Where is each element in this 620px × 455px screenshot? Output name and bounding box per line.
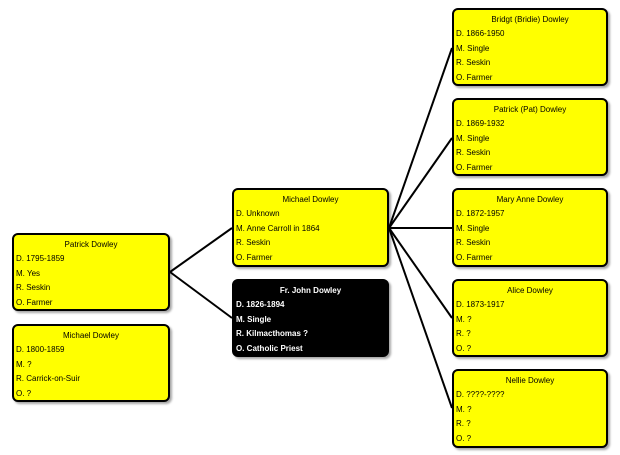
person-occupation: O. ?: [456, 343, 472, 353]
person-occupation: O. ?: [456, 433, 472, 443]
person-name: Fr. John Dowley: [279, 286, 342, 295]
person-marriage: M. ?: [456, 314, 472, 324]
person-marriage: M. ?: [456, 404, 472, 414]
person-dates: D. Unknown: [236, 209, 280, 218]
person-residence: R. Kilmacthomas ?: [236, 329, 309, 338]
person-residence: R. Seskin: [456, 238, 491, 247]
person-occupation: O. Farmer: [16, 297, 53, 307]
person-dates: D. ????-????: [456, 390, 505, 399]
person-marriage: M. Single: [456, 223, 490, 233]
person-card-patrick-pat-dowley[interactable]: Patrick (Pat) Dowley D. 1869-1932 M. Sin…: [452, 98, 608, 176]
person-card-nellie-dowley[interactable]: Nellie Dowley D. ????-???? M. ? R. ? O. …: [452, 369, 608, 448]
person-name: Mary Anne Dowley: [496, 195, 564, 204]
person-dates: D. 1826-1894: [236, 300, 285, 309]
person-occupation: O. Farmer: [456, 162, 493, 172]
person-residence: R. ?: [456, 329, 471, 338]
person-card-patrick-dowley-1795[interactable]: Patrick Dowley D. 1795-1859 M. Yes R. Se…: [12, 233, 170, 311]
person-dates: D. 1869-1932: [456, 119, 505, 128]
connector-patrick-to-fr-john: [169, 271, 233, 319]
person-card-michael-dowley-1800[interactable]: Michael Dowley D. 1800-1859 M. ? R. Carr…: [12, 324, 170, 402]
connector-michael-to-nellie: [388, 227, 453, 409]
person-dates: D. 1873-1917: [456, 300, 505, 309]
person-dates: D. 1795-1859: [16, 254, 65, 263]
person-name: Michael Dowley: [62, 331, 120, 340]
person-marriage: M. Single: [456, 133, 490, 143]
connector-michael-to-bridgt: [388, 47, 453, 229]
person-occupation: O. Farmer: [456, 72, 493, 82]
person-residence: R. Seskin: [456, 58, 491, 67]
person-card-mary-anne-dowley[interactable]: Mary Anne Dowley D. 1872-1957 M. Single …: [452, 188, 608, 267]
person-card-alice-dowley[interactable]: Alice Dowley D. 1873-1917 M. ? R. ? O. ?: [452, 279, 608, 357]
person-residence: R. Seskin: [16, 283, 51, 292]
person-dates: D. 1800-1859: [16, 345, 65, 354]
person-name: Bridgt (Bridie) Dowley: [491, 15, 569, 24]
person-dates: D. 1866-1950: [456, 29, 505, 38]
person-name: Patrick (Pat) Dowley: [493, 105, 567, 114]
connector-patrick-to-michael: [169, 227, 233, 273]
person-name: Michael Dowley: [282, 195, 339, 204]
person-name: Nellie Dowley: [505, 376, 555, 385]
person-residence: R. Seskin: [456, 148, 491, 157]
person-residence: R. ?: [456, 419, 471, 428]
person-marriage: M. ?: [16, 359, 32, 369]
person-marriage: M. Yes: [16, 268, 41, 278]
person-occupation: O. Farmer: [456, 252, 493, 262]
person-card-fr-john-dowley[interactable]: Fr. John Dowley D. 1826-1894 M. Single R…: [232, 279, 389, 357]
person-name: Patrick Dowley: [64, 240, 118, 249]
person-marriage: M. Anne Carroll in 1864: [236, 223, 320, 233]
person-residence: R. Seskin: [236, 238, 271, 247]
person-occupation: O. Farmer: [236, 252, 273, 262]
person-occupation: O. Catholic Priest: [236, 343, 303, 353]
person-card-bridgt-dowley[interactable]: Bridgt (Bridie) Dowley D. 1866-1950 M. S…: [452, 8, 608, 86]
person-marriage: M. Single: [236, 314, 272, 324]
person-marriage: M. Single: [456, 43, 490, 53]
person-name: Alice Dowley: [507, 286, 553, 295]
person-dates: D. 1872-1957: [456, 209, 505, 218]
person-card-michael-dowley[interactable]: Michael Dowley D. Unknown M. Anne Carrol…: [232, 188, 389, 267]
person-residence: R. Carrick-on-Suir: [16, 374, 81, 383]
connector-michael-to-patrick-pat: [388, 137, 453, 229]
connector-michael-to-alice: [388, 227, 453, 319]
person-occupation: O. ?: [16, 388, 32, 398]
